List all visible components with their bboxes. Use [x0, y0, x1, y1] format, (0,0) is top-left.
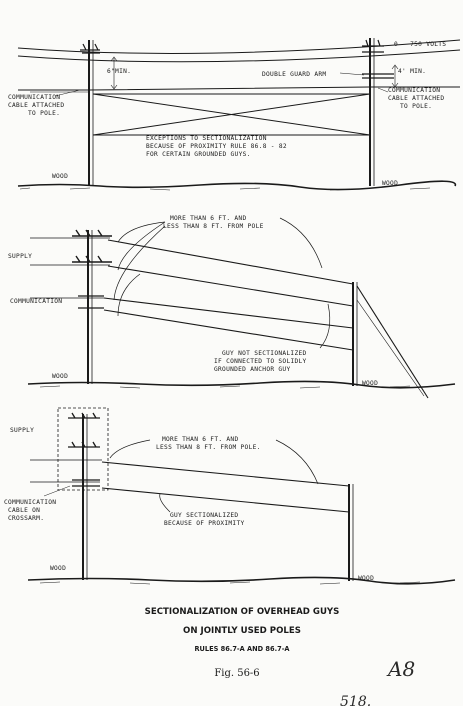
guy-note-label-1: GUY NOT SECTIONALIZED: [222, 350, 307, 357]
communication-label: COMMUNICATION: [10, 298, 62, 305]
caption-line-2: ON JOINTLY USED POLES: [183, 626, 301, 636]
exceptions-label-3: FOR CERTAIN GROUNDED GUYS.: [146, 151, 251, 158]
comm-right-label-3: TO POLE.: [400, 103, 432, 110]
comm-right-label-1: COMMUNICATION: [388, 87, 440, 94]
wood-right-label: WOOD: [362, 380, 378, 387]
distance-label-1: MORE THAN 6 FT. AND: [170, 215, 246, 222]
guy-1: [107, 239, 354, 285]
supply-wire-2: [17, 49, 461, 63]
guy-note-label-2: IF CONNECTED TO SOLIDLY: [214, 358, 307, 365]
four-min-label: 4' MIN.: [398, 68, 426, 75]
comm-left-label-2: CABLE ATTACHED: [8, 102, 64, 109]
comm-crossarm: [72, 479, 100, 487]
guy-lower: [101, 487, 350, 513]
ground-hatch: [19, 187, 431, 191]
double-guard-arm-label: DOUBLE GUARD ARM: [262, 71, 326, 78]
cross-guy-2: [92, 93, 371, 136]
bottom-diagram: SUPPLY COMMUNICATION CABLE ON CROSSARM. …: [4, 407, 456, 585]
wood-right-label: WOOD: [358, 575, 374, 582]
comm-label-2: CABLE ON: [8, 507, 40, 514]
guy-2: [107, 265, 354, 307]
ground-line: [27, 576, 456, 585]
comm-crossarm: [78, 295, 104, 309]
guy-note-label-2: BECAUSE OF PROXIMITY: [164, 520, 245, 527]
figure-number: Fig. 56-6: [214, 668, 259, 679]
double-guard-arm: [362, 73, 394, 79]
guy-note-label-3: GROUNDED ANCHOR GUY: [214, 366, 290, 373]
supply-label: SUPPLY: [10, 427, 34, 434]
comm-right-label-2: CABLE ATTACHED: [388, 95, 444, 102]
margin-note-bottom: 518.: [340, 694, 371, 706]
distance-label-2: LESS THAN 8 FT. FROM POLE: [163, 223, 264, 230]
middle-diagram: SUPPLY COMMUNICATION MORE THAN 6 FT. AND…: [8, 215, 456, 399]
comm-left-label-1: COMMUNICATION: [8, 94, 60, 101]
voltage-label: 0 - 750 VOLTS: [394, 41, 446, 48]
distance-label-2: LESS THAN 8 FT. FROM POLE.: [156, 444, 261, 451]
supply-wire-1: [17, 39, 461, 54]
anchor-guy: [356, 285, 429, 399]
wood-left-label: WOOD: [52, 173, 68, 180]
guy-upper: [101, 461, 350, 487]
six-min-label: 6"MIN.: [107, 68, 131, 75]
wood-left-label: WOOD: [52, 373, 68, 380]
wood-right-label: WOOD: [382, 180, 398, 187]
guy-3: [103, 297, 354, 329]
comm-left-label-3: TO POLE.: [28, 110, 60, 117]
exceptions-label-2: BECAUSE OF PROXIMITY RULE 86.8 - 82: [146, 143, 287, 150]
left-crossarm: [80, 43, 100, 54]
comm-label-3: CROSSARM.: [8, 515, 44, 522]
supply-label: SUPPLY: [8, 253, 32, 260]
guy-4: [103, 309, 354, 351]
wood-left-label: WOOD: [50, 565, 66, 572]
exceptions-label-1: EXCEPTIONS TO SECTIONALIZATION: [146, 135, 267, 142]
communication-cable: [18, 86, 460, 91]
supply-crossarm-2: [68, 441, 100, 448]
supply-crossarm-2: [72, 255, 112, 263]
comm-label-1: COMMUNICATION: [4, 499, 56, 506]
guy-note-label-1: GUY SECTIONALIZED: [170, 512, 238, 519]
caption-line-3: RULES 86.7-A AND 86.7-A: [194, 645, 290, 653]
top-diagram: 0 - 750 VOLTS 6"MIN. 4' MIN. DOUBLE GUAR…: [8, 38, 461, 191]
caption: SECTIONALIZATION OF OVERHEAD GUYS ON JOI…: [145, 607, 340, 679]
caption-line-1: SECTIONALIZATION OF OVERHEAD GUYS: [145, 607, 340, 617]
supply-crossarm-1: [68, 412, 100, 419]
distance-label-1: MORE THAN 6 FT. AND: [162, 436, 238, 443]
ground-line: [27, 380, 456, 389]
supply-crossarm-1: [72, 229, 112, 237]
ground-line: [17, 180, 457, 191]
margin-note-a8: A8: [386, 657, 415, 681]
